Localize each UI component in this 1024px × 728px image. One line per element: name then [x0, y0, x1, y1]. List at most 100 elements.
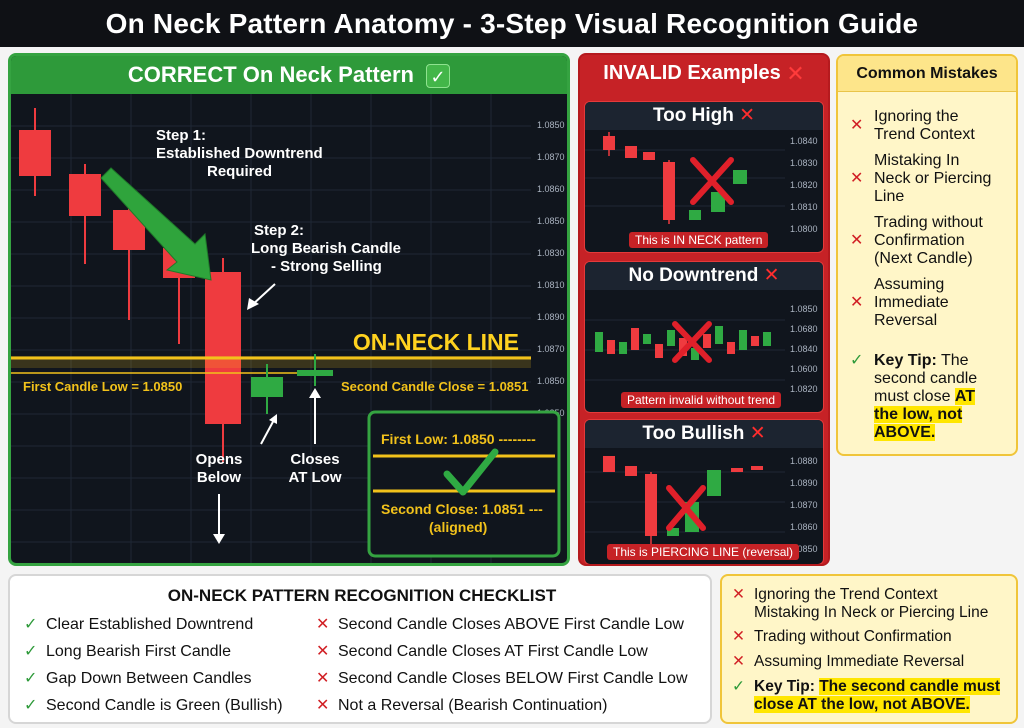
x-icon: ✕ [732, 628, 745, 645]
x-icon: ✕ [316, 670, 330, 687]
x-icon: ✕ [739, 105, 756, 126]
price-label: 1.0680 [790, 324, 818, 334]
invalid-examples-panel: INVALID Examples ✕ Too High ✕ 1.0840 1.0… [578, 53, 830, 566]
no-downtrend-chart: 1.0850 1.0680 1.0840 1.0600 1.0820 [585, 304, 818, 394]
too-bullish-title: Too Bullish [642, 423, 745, 444]
x-icon: ✕ [786, 60, 805, 86]
check-icon: ✓ [24, 616, 38, 633]
bull-candle [733, 170, 747, 184]
check-icon: ✓ [24, 697, 38, 714]
step1-annotation: Step 1: Established Downtrend Required [100, 127, 323, 281]
zoom-frame [367, 410, 561, 558]
checklist-good-item: ✓Clear Established Downtrend [24, 616, 254, 633]
arrow-head-icon [213, 534, 225, 544]
summary-item: ✕Mistaking In Neck or Piercing Line [754, 604, 989, 621]
price-label: 1.0840 [790, 136, 818, 146]
summary-item: ✕Ignoring the Trend Context [732, 586, 938, 603]
too-high-chart: 1.0840 1.0830 1.0820 1.0810 1.0800 [585, 132, 818, 234]
checklist-bad-item: ✕Second Candle Closes BELOW First Candle… [316, 670, 688, 687]
too-bullish-chart: 1.0880 1.0890 1.0870 1.0860 1.0850 [585, 456, 818, 554]
zoom-aligned: (aligned) [429, 519, 487, 535]
price-label: 1.0830 [537, 248, 565, 258]
checklist-good-item: ✓Second Candle is Green (Bullish) [24, 697, 283, 714]
x-icon: ✕ [850, 294, 864, 311]
checklist-title: ON-NECK PATTERN RECOGNITION CHECKLIST [167, 586, 557, 605]
checklist-bad-item: ✕Not a Reversal (Bearish Continuation) [316, 697, 608, 714]
bear-candle [603, 136, 615, 150]
correct-panel-header: CORRECT On Neck Pattern ✓ [11, 56, 567, 94]
closes-line2: AT Low [288, 469, 341, 486]
example-too-high: Too High ✕ 1.0840 1.0830 1.0820 1.0810 1… [584, 101, 824, 253]
big-x-icon [666, 485, 706, 531]
too-high-title: Too High [652, 105, 734, 126]
price-label: 1.0870 [537, 344, 565, 354]
x-icon: ✕ [850, 170, 864, 187]
price-label: 1.0880 [790, 456, 818, 466]
arrow-head-icon [269, 414, 277, 424]
price-label: 1.0860 [790, 522, 818, 532]
step2-annotation: Step 2: Long Bearish Candle - Strong Sel… [247, 222, 401, 310]
price-label: 1.0870 [790, 500, 818, 510]
checklist-bad-item: ✕Second Candle Closes ABOVE First Candle… [316, 616, 684, 633]
check-icon: ✓ [24, 670, 38, 687]
key-tip: ✓ Key Tip: The second candle must close … [850, 352, 978, 441]
zoom-first-low: First Low: 1.0850 -------- [381, 431, 536, 447]
price-label: 1.0600 [790, 364, 818, 374]
second-green-candle [251, 377, 283, 397]
price-label: 1.0800 [790, 224, 818, 234]
x-icon: ✕ [850, 232, 864, 249]
opens-line2: Below [197, 469, 242, 486]
correct-pattern-panel: CORRECT On Neck Pattern ✓ 1.0850 1.0870 … [8, 53, 570, 566]
price-label: 1.0850 [790, 544, 818, 554]
example-too-bullish: Too Bullish ✕ 1.0880 1.0890 1.0870 1.086… [584, 419, 824, 564]
neck-line-label: ON-NECK LINE [353, 329, 519, 355]
no-downtrend-title: No Downtrend [628, 265, 759, 286]
check-icon: ✓ [850, 352, 864, 369]
long-bearish-candle [205, 272, 241, 424]
big-x-icon [672, 321, 712, 363]
price-label: 1.0830 [790, 158, 818, 168]
closing-candle [297, 370, 333, 376]
opens-arrow-icon [260, 417, 276, 445]
too-bullish-label: This is PIERCING LINE (reversal) [607, 544, 800, 560]
summary-item: ✕Assuming Immediate Reversal [732, 653, 965, 670]
arrow-head-icon [247, 298, 259, 310]
x-icon: ✕ [316, 697, 330, 714]
check-icon: ✓ [24, 643, 38, 660]
example-title: Too Bullish ✕ [585, 420, 823, 448]
example-title: No Downtrend ✕ [585, 262, 823, 290]
zoom-box: First Low: 1.0850 -------- Second Close:… [367, 410, 561, 558]
price-label: 1.0840 [790, 344, 818, 354]
second-close-label: Second Candle Close = 1.0851 [341, 379, 529, 394]
bear-candle [19, 130, 51, 176]
bear-candle [643, 152, 655, 160]
invalid-panel-header: INVALID Examples ✕ [580, 55, 828, 91]
summary-panel: ✕Ignoring the Trend Context ✕Mistaking I… [720, 574, 1018, 724]
first-low-label: First Candle Low = 1.0850 [23, 379, 182, 394]
invalid-panel-title: INVALID Examples [603, 62, 781, 84]
checklist-bad-item: ✕Second Candle Closes AT First Candle Lo… [316, 643, 648, 660]
bull-candle [711, 192, 725, 212]
step2-line2: - Strong Selling [271, 258, 382, 275]
step1-line1: Established Downtrend [156, 145, 323, 162]
opens-line1: Opens [196, 451, 243, 468]
big-x-icon [690, 157, 734, 205]
price-label: 1.0890 [537, 312, 565, 322]
price-label: 1.0850 [790, 304, 818, 314]
step1-line2: Required [207, 163, 272, 180]
too-high-label: This is IN NECK pattern [629, 232, 769, 248]
closes-annotation: Closes AT Low [288, 388, 342, 486]
step2-line1: Long Bearish Candle [251, 240, 401, 257]
page-title: On Neck Pattern Anatomy - 3-Step Visual … [0, 0, 1024, 47]
x-icon: ✕ [316, 643, 330, 660]
x-icon: ✕ [749, 423, 766, 444]
bull-candle [689, 210, 701, 220]
bear-candle [625, 146, 637, 158]
no-downtrend-label: Pattern invalid without trend [621, 392, 782, 408]
example-title: Too High ✕ [585, 102, 823, 130]
